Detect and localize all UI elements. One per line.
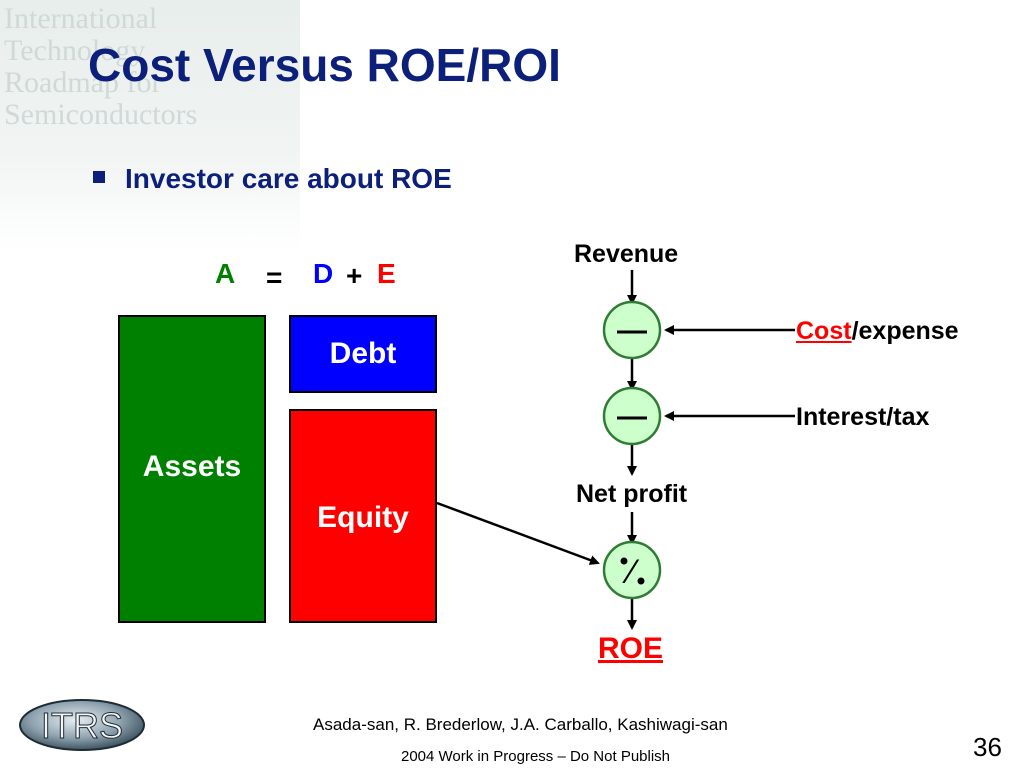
expense-label: /expense: [851, 317, 959, 345]
equity-label: Equity: [317, 501, 409, 534]
page-number: 36: [973, 732, 1002, 762]
net-profit-label: Net profit: [576, 480, 688, 508]
divide-dot-top: [620, 557, 628, 565]
revenue-label: Revenue: [574, 240, 679, 268]
cost-expense-label: Cost/expense: [796, 317, 959, 346]
bullet-square-icon: [93, 171, 105, 183]
minus-symbol-interest: —: [617, 400, 647, 433]
watermark-line: Semiconductors: [4, 98, 198, 131]
watermark-line: Technology: [4, 34, 146, 67]
footer-authors: Asada-san, R. Brederlow, J.A. Carballo, …: [313, 715, 728, 734]
minus-symbol-cost: —: [617, 314, 647, 347]
itrs-logo-text: ITRS: [41, 705, 123, 746]
footer-notice: 2004 Work in Progress – Do Not Publish: [401, 748, 671, 765]
equation-d: D: [313, 258, 334, 289]
subtract-cost-node: [602, 300, 662, 360]
equation-plus: +: [346, 260, 363, 291]
equation-equals: =: [266, 262, 283, 293]
itrs-watermark-background: [0, 0, 300, 250]
watermark-line: Roadmap for: [4, 66, 162, 99]
interest-tax-label: Interest/tax: [796, 403, 930, 431]
divide-dot-bottom: [637, 577, 645, 585]
equation-e: E: [377, 258, 396, 289]
divide-node: [602, 540, 662, 600]
assets-box: Assets: [118, 315, 266, 623]
slide-title: Cost Versus ROE/ROI: [88, 39, 561, 91]
itrs-logo: ITRS: [19, 699, 145, 751]
equation-a: A: [215, 258, 236, 289]
assets-label: Assets: [142, 450, 242, 483]
cost-label: Cost: [796, 317, 852, 345]
subtract-interest-node: [602, 386, 662, 446]
debt-label: Debt: [329, 337, 397, 370]
equity-box: Equity: [289, 409, 437, 623]
watermark-line: International: [4, 2, 158, 35]
arrow-equity-to-divide-node: [436, 501, 600, 565]
roe-label: ROE: [598, 632, 664, 665]
debt-box: Debt: [289, 315, 437, 393]
bullet-text: Investor care about ROE: [125, 163, 452, 194]
